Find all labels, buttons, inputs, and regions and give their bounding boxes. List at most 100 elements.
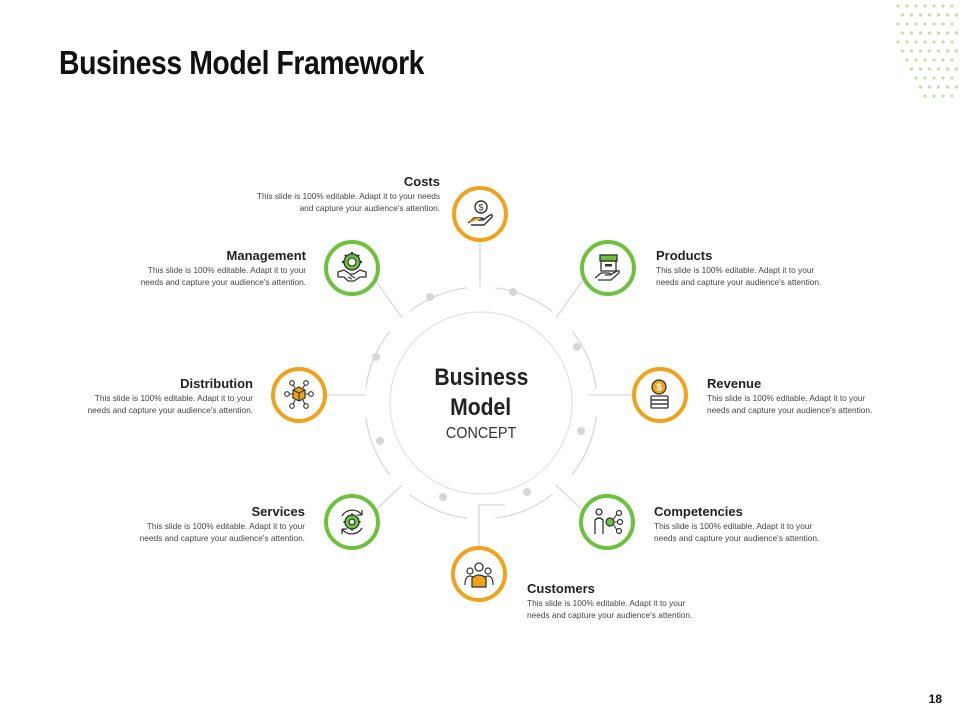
ring-arc xyxy=(365,417,391,475)
pattern-dot xyxy=(950,76,954,80)
pattern-dot xyxy=(923,94,927,98)
pattern-dot xyxy=(905,40,909,44)
products-label: Products This slide is 100% editable. Ad… xyxy=(656,248,896,288)
ring-arc xyxy=(571,331,597,389)
pattern-dot xyxy=(896,4,900,8)
pattern-dot xyxy=(896,40,900,44)
pattern-dot xyxy=(954,85,959,89)
competencies-desc-line1: This slide is 100% editable. Adapt it to… xyxy=(654,521,813,531)
products-desc-line1: This slide is 100% editable. Adapt it to… xyxy=(656,265,815,275)
pattern-dot xyxy=(936,31,941,35)
gear-cycle-icon xyxy=(341,509,363,535)
revenue-desc-line2: needs and capture your audience's attent… xyxy=(707,404,873,415)
pattern-dot xyxy=(950,22,954,26)
costs-desc-line1: This slide is 100% editable. Adapt it to… xyxy=(256,191,440,201)
pattern-dot xyxy=(918,13,923,17)
pattern-dot xyxy=(927,49,932,53)
customer-group-icon xyxy=(464,562,494,588)
spoke-line xyxy=(555,280,583,319)
revenue-node: $ xyxy=(632,367,688,423)
pattern-dot xyxy=(936,13,941,17)
pattern-dot xyxy=(932,40,936,44)
pattern-dot xyxy=(914,40,918,44)
ring-dot xyxy=(573,343,581,351)
box-in-hand-icon xyxy=(594,254,620,281)
pattern-dot xyxy=(932,94,936,98)
pattern-dot xyxy=(923,58,927,62)
handshake-gear-icon xyxy=(337,252,367,282)
services-label: Services This slide is 100% editable. Ad… xyxy=(65,504,305,544)
customers-label: Customers This slide is 100% editable. A… xyxy=(527,581,767,621)
distribution-desc-line2: needs and capture your audience's attent… xyxy=(87,404,253,415)
ring-arc xyxy=(495,287,553,313)
pattern-dot xyxy=(927,13,932,17)
spoke-line xyxy=(555,484,583,511)
pattern-dot xyxy=(932,22,936,26)
costs-node: $ xyxy=(452,186,508,242)
distribution-label: Distribution This slide is 100% editable… xyxy=(13,376,253,416)
services-desc-line2: needs and capture your audience's attent… xyxy=(139,532,305,543)
distribution-node xyxy=(271,367,327,423)
pattern-dot xyxy=(927,85,932,89)
customers-node xyxy=(451,546,507,602)
management-title: Management xyxy=(226,248,306,263)
competencies-desc-line2: needs and capture your audience's attent… xyxy=(654,532,820,543)
revenue-desc-line1: This slide is 100% editable. Adapt it to… xyxy=(707,393,866,403)
pattern-dot xyxy=(918,67,923,71)
pattern-dot xyxy=(909,13,914,17)
pattern-dot xyxy=(905,58,909,62)
pattern-dot xyxy=(900,49,905,53)
pattern-dot xyxy=(914,58,918,62)
ring-dot xyxy=(426,293,434,301)
ring-dot xyxy=(523,488,531,496)
pattern-dot xyxy=(941,4,945,8)
ring-arc xyxy=(409,287,467,313)
products-node xyxy=(580,240,636,296)
pattern-dot xyxy=(932,58,936,62)
pattern-dot xyxy=(950,40,954,44)
ring-arc xyxy=(571,417,597,475)
pattern-dot xyxy=(918,85,923,89)
pattern-dot xyxy=(932,4,936,8)
pattern-dot xyxy=(950,4,954,8)
ring-dot xyxy=(509,288,517,296)
pattern-dot xyxy=(936,67,941,71)
pattern-dot xyxy=(950,94,954,98)
pattern-dot xyxy=(945,85,950,89)
pattern-dot xyxy=(945,49,950,53)
costs-label: Costs This slide is 100% editable. Adapt… xyxy=(200,174,440,214)
pattern-dot xyxy=(954,31,959,35)
spoke-line xyxy=(375,280,403,319)
costs-desc-line2: and capture your audience's attention. xyxy=(299,202,440,213)
ring-dot xyxy=(577,427,585,435)
pattern-dot xyxy=(936,85,941,89)
customers-title: Customers xyxy=(527,581,595,596)
spoke-line xyxy=(375,484,403,511)
pattern-dot xyxy=(923,22,927,26)
ring-arc xyxy=(409,493,467,519)
pattern-dot xyxy=(941,58,945,62)
pattern-dot xyxy=(923,4,927,8)
customers-desc-line2: needs and capture your audience's attent… xyxy=(527,609,693,620)
ring-dot xyxy=(372,353,380,361)
center-title-line1: Business xyxy=(434,364,528,391)
pattern-dot xyxy=(954,49,959,53)
pattern-dot xyxy=(927,31,932,35)
pattern-dot xyxy=(923,40,927,44)
services-node xyxy=(324,494,380,550)
pattern-dot xyxy=(914,4,918,8)
pattern-dot xyxy=(954,67,959,71)
svg-text:$: $ xyxy=(656,383,662,394)
competencies-title: Competencies xyxy=(654,504,743,519)
pattern-dot xyxy=(936,49,941,53)
management-desc-line2: needs and capture your audience's attent… xyxy=(140,276,306,287)
center-concept: Business Model CONCEPT xyxy=(390,312,572,494)
distribution-desc-line1: This slide is 100% editable. Adapt it to… xyxy=(94,393,253,403)
pattern-dot xyxy=(900,31,905,35)
pattern-dot xyxy=(941,22,945,26)
pattern-dot xyxy=(923,76,927,80)
services-title: Services xyxy=(251,504,306,519)
pattern-dot xyxy=(909,49,914,53)
pattern-dot xyxy=(918,49,923,53)
distribution-title: Distribution xyxy=(180,376,253,391)
